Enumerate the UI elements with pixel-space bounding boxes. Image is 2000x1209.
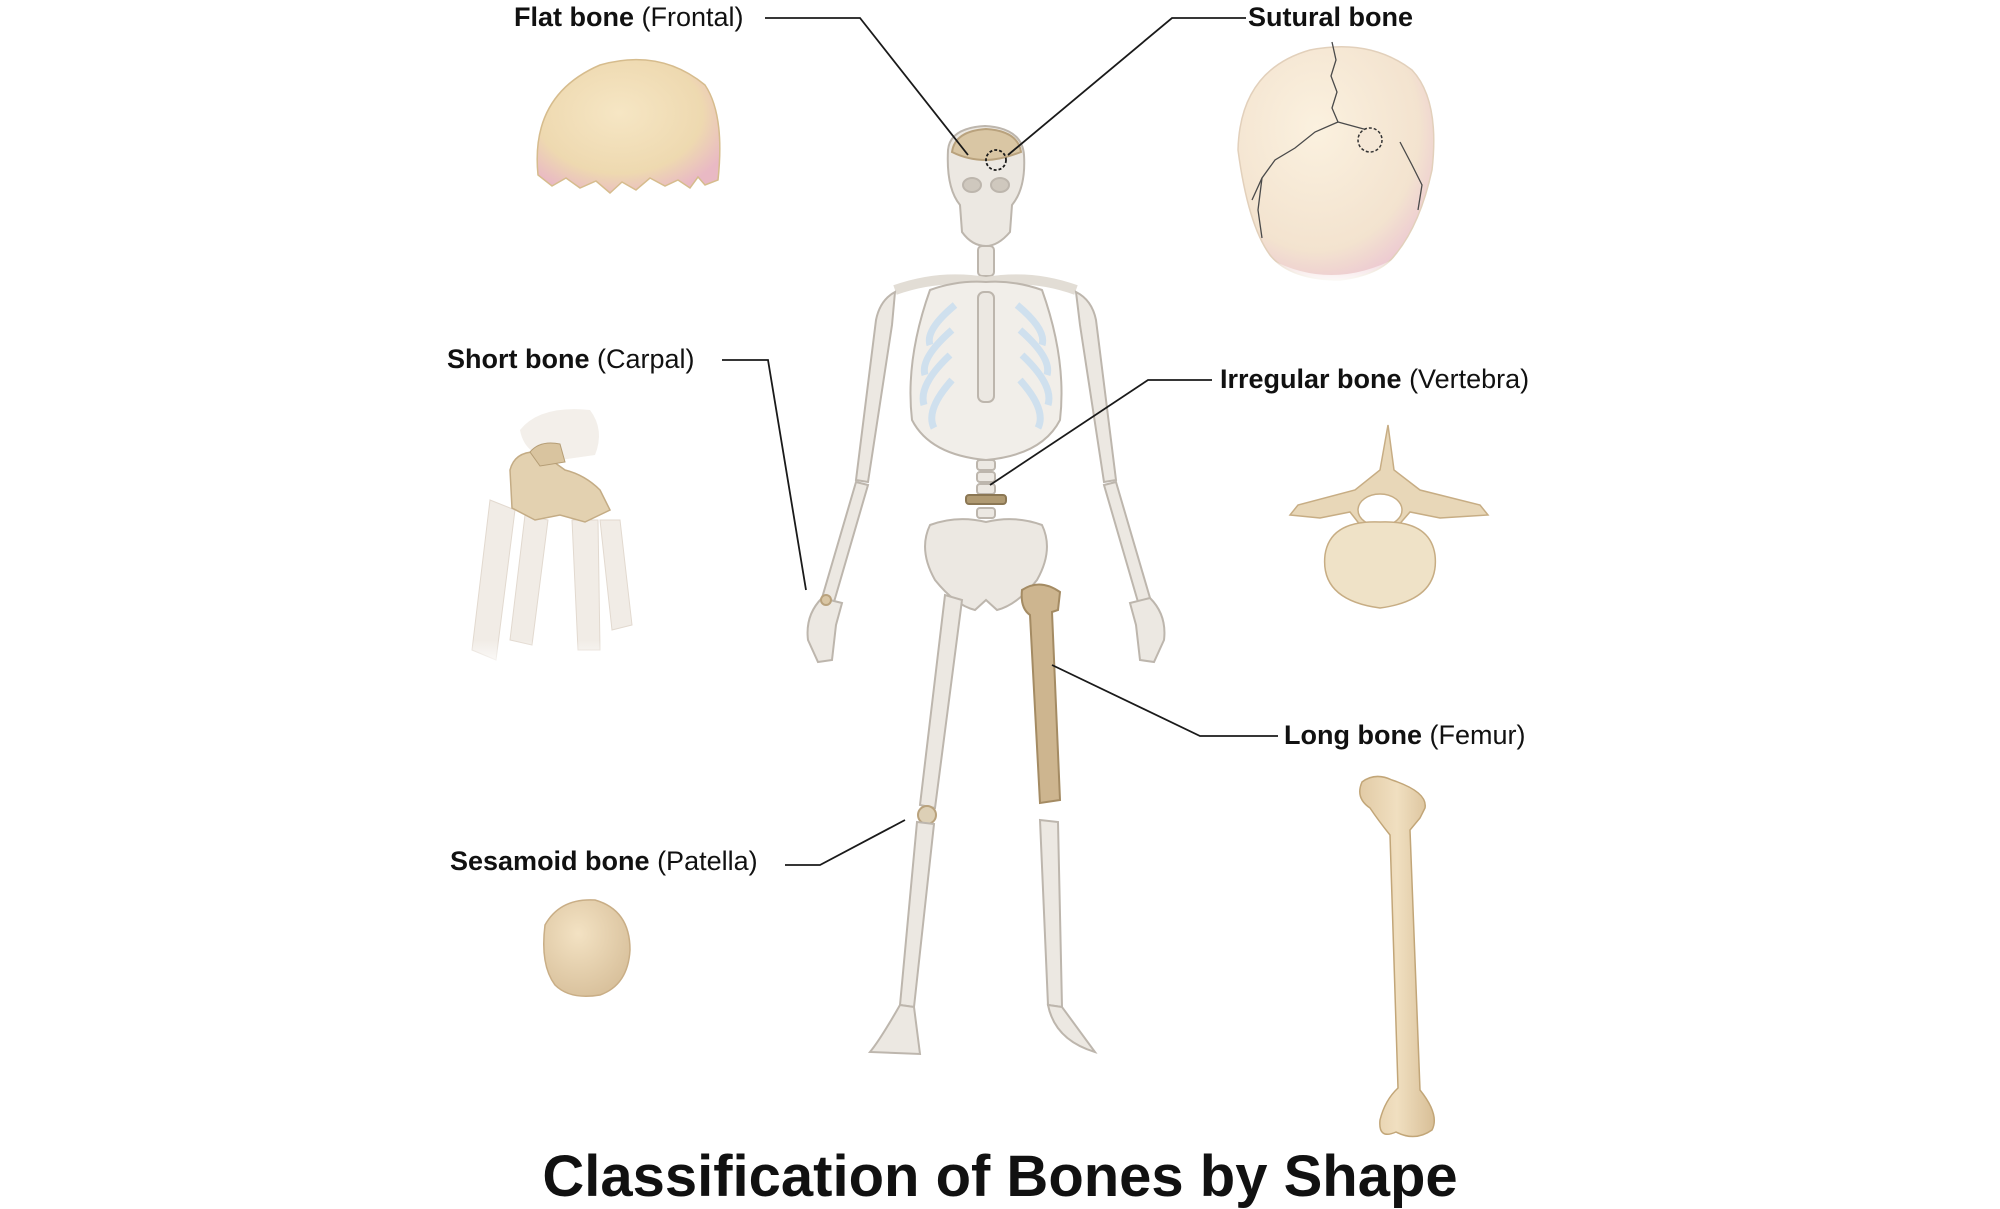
figure-title: Classification of Bones by Shape xyxy=(542,1144,1458,1209)
skeleton-left-hand xyxy=(806,596,844,664)
skeleton-left-femur xyxy=(918,593,964,810)
short-bone-example: (Carpal) xyxy=(597,344,695,374)
frontal-bone-specimen xyxy=(536,58,721,195)
short-bone-name: Short bone xyxy=(447,344,590,374)
skeleton-ribs xyxy=(919,302,1053,430)
label-short-bone: Short bone (Carpal) xyxy=(447,346,695,373)
label-sesamoid-bone: Sesamoid bone (Patella) xyxy=(450,848,758,875)
skeleton-cervical-spine xyxy=(977,245,995,277)
flat-bone-example: (Frontal) xyxy=(641,2,744,32)
patella-highlight-skeleton xyxy=(917,805,937,825)
skeleton-left-tibia xyxy=(898,820,936,1009)
skeleton-right-foot xyxy=(1046,1003,1098,1054)
long-bone-example: (Femur) xyxy=(1429,720,1526,750)
leader-line-flat xyxy=(765,17,969,156)
leader-line-long xyxy=(1051,664,1278,737)
leader-line-irregular xyxy=(989,379,1212,486)
skeleton-left-humerus xyxy=(854,290,897,484)
skeleton-eye-socket-left xyxy=(962,177,982,193)
sutural-bone-marker xyxy=(985,149,1007,171)
skeleton-sternum xyxy=(977,291,995,403)
label-flat-bone: Flat bone (Frontal) xyxy=(514,4,744,31)
sesamoid-bone-example: (Patella) xyxy=(657,846,758,876)
irregular-bone-name: Irregular bone xyxy=(1220,364,1402,394)
leader-lines xyxy=(722,17,1278,866)
sutural-bone-name: Sutural bone xyxy=(1248,2,1414,32)
carpal-specimen xyxy=(460,409,650,670)
skeleton-pelvis xyxy=(924,518,1048,612)
long-bone-name: Long bone xyxy=(1284,720,1422,750)
skeleton-spine xyxy=(976,459,996,519)
femur-specimen xyxy=(1359,775,1435,1138)
skeleton-right-humerus xyxy=(1074,290,1118,484)
sesamoid-bone-name: Sesamoid bone xyxy=(450,846,650,876)
vertebra-specimen xyxy=(1288,424,1490,609)
vertebra-highlight xyxy=(965,494,1007,505)
leader-line-short xyxy=(722,359,807,591)
flat-bone-name: Flat bone xyxy=(514,2,634,32)
frontal-bone-highlight xyxy=(950,127,1023,162)
carpal-highlight xyxy=(820,594,832,606)
label-long-bone: Long bone (Femur) xyxy=(1284,722,1525,749)
sutural-bone xyxy=(1357,127,1383,153)
skeleton xyxy=(806,124,1166,1056)
irregular-bone-example: (Vertebra) xyxy=(1409,364,1530,394)
skeleton-left-foot xyxy=(867,1003,922,1056)
skeleton-right-forearm xyxy=(1102,480,1152,604)
skeleton-right-hand xyxy=(1128,596,1166,664)
leader-line-sutural-bone xyxy=(1007,17,1246,156)
femur-highlight xyxy=(1020,583,1062,805)
leader-line-sesamoid xyxy=(785,819,906,866)
patella-specimen xyxy=(543,899,631,997)
posterior-skull-specimen xyxy=(1237,41,1435,285)
skeleton-eye-socket-right xyxy=(990,177,1010,193)
label-sutural-bone: Sutural bone xyxy=(1248,4,1413,31)
skeleton-left-forearm xyxy=(820,480,870,604)
label-irregular-bone: Irregular bone (Vertebra) xyxy=(1220,366,1529,393)
skeleton-right-tibia xyxy=(1038,818,1064,1009)
